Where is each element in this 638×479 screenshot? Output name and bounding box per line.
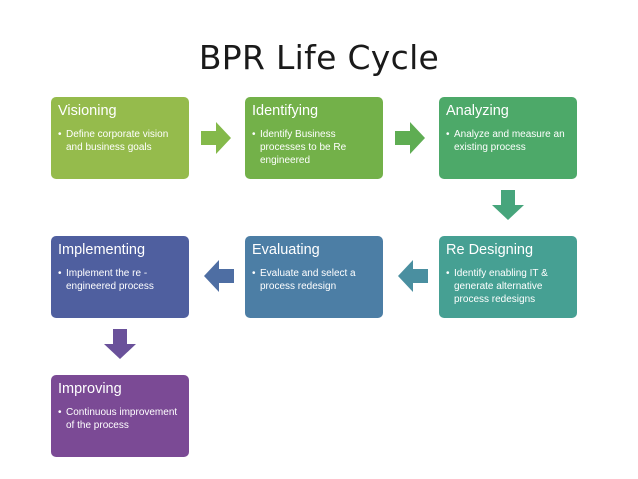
diagram-title: BPR Life Cycle <box>198 38 440 77</box>
step-title: Implementing <box>58 242 146 258</box>
bullet-dot: • <box>58 129 62 140</box>
step-improving: Improving • Continuous improvement of the… <box>51 375 189 457</box>
arrow-left-icon <box>204 260 234 292</box>
arrow-down-icon <box>104 329 136 359</box>
step-title: Identifying <box>252 103 319 119</box>
arrow-right-icon <box>201 122 231 154</box>
step-description: Implement the re - engineered process <box>66 268 154 292</box>
step-bullet: • Identify Business processes to be Re en… <box>252 128 376 167</box>
step-title: Visioning <box>58 103 117 119</box>
step-bullet: • Define corporate vision and business go… <box>58 128 182 154</box>
step-implementing: Implementing • Implement the re - enginee… <box>51 236 189 318</box>
arrow-down-icon <box>492 190 524 220</box>
step-analyzing: Analyzing • Analyze and measure an existi… <box>439 97 577 179</box>
step-evaluating: Evaluating • Evaluate and select a proces… <box>245 236 383 318</box>
step-description: Evaluate and select a process redesign <box>260 268 356 292</box>
bullet-dot: • <box>446 129 450 140</box>
bullet-dot: • <box>252 268 256 279</box>
step-description: Identify Business processes to be Re eng… <box>260 129 347 166</box>
step-title: Evaluating <box>252 242 320 258</box>
step-description: Identify enabling IT & generate alternat… <box>454 268 548 305</box>
bullet-dot: • <box>446 268 450 279</box>
step-identifying: Identifying • Identify Business processes… <box>245 97 383 179</box>
step-description: Analyze and measure an existing process <box>454 129 565 153</box>
step-visioning: Visioning • Define corporate vision and b… <box>51 97 189 179</box>
step-bullet: • Evaluate and select a process redesign <box>252 267 376 293</box>
bullet-dot: • <box>58 268 62 279</box>
step-title: Improving <box>58 381 122 397</box>
bullet-dot: • <box>252 129 256 140</box>
step-title: Analyzing <box>446 103 509 119</box>
step-bullet: • Implement the re - engineered process <box>58 267 182 293</box>
bullet-dot: • <box>58 407 62 418</box>
step-bullet: • Identify enabling IT & generate alterna… <box>446 267 570 306</box>
step-bullet: • Continuous improvement of the process <box>58 406 182 432</box>
step-description: Define corporate vision and business goa… <box>66 129 169 153</box>
arrow-left-icon <box>398 260 428 292</box>
step-bullet: • Analyze and measure an existing process <box>446 128 570 154</box>
arrow-right-icon <box>395 122 425 154</box>
step-title: Re Designing <box>446 242 534 258</box>
step-description: Continuous improvement of the process <box>66 407 178 431</box>
step-re-designing: Re Designing • Identify enabling IT & gen… <box>439 236 577 318</box>
